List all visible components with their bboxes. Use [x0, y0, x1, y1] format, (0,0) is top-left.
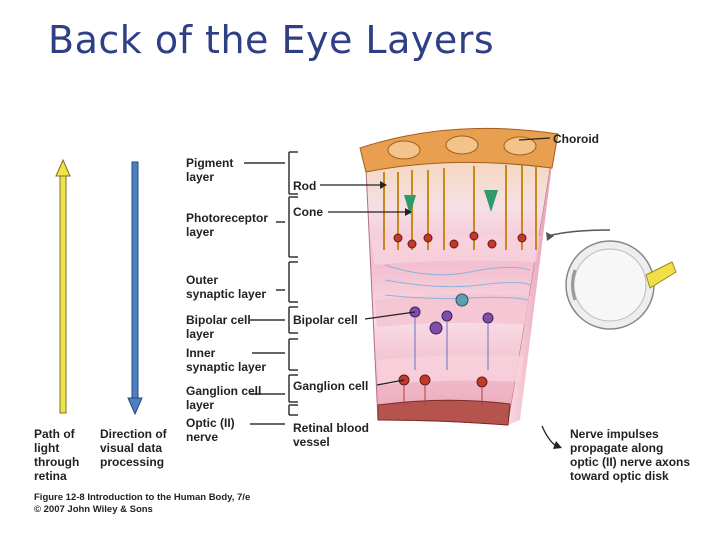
- label-pigment-layer: Pigment layer: [186, 156, 234, 184]
- label-optic-nerve: Optic (II) nerve: [186, 416, 235, 444]
- label-retinal-blood-vessel: Retinal blood vessel: [293, 421, 369, 449]
- copyright-caption: © 2007 John Wiley & Sons: [34, 504, 153, 515]
- label-path-of-light: Path of light through retina: [34, 427, 80, 483]
- light-path-arrow: [55, 158, 71, 414]
- label-direction-of-processing: Direction of visual data processing: [100, 427, 167, 469]
- label-outer-synaptic-layer: Outer synaptic layer: [186, 273, 267, 301]
- label-bipolar-cell: Bipolar cell: [293, 313, 358, 327]
- label-choroid: Choroid: [553, 132, 599, 146]
- label-rod: Rod: [293, 179, 317, 193]
- label-cone: Cone: [293, 205, 323, 219]
- page-title: Back of the Eye Layers: [48, 18, 495, 62]
- label-nerve-impulses: Nerve impulses propagate along optic (II…: [570, 427, 691, 483]
- label-ganglion-cell: Ganglion cell: [293, 379, 369, 393]
- layer-brackets: [244, 151, 298, 425]
- figure-caption: Figure 12-8 Introduction to the Human Bo…: [34, 492, 251, 503]
- eyeball-icon: [546, 229, 677, 330]
- label-ganglion-cell-layer: Ganglion cell layer: [186, 384, 262, 412]
- retina-cross-section: [359, 127, 559, 426]
- label-bipolar-cell-layer: Bipolar cell layer: [186, 313, 251, 341]
- label-photoreceptor-layer: Photoreceptor layer: [186, 211, 269, 239]
- label-inner-synaptic-layer: Inner synaptic layer: [186, 346, 267, 374]
- processing-direction-arrow: [127, 161, 143, 416]
